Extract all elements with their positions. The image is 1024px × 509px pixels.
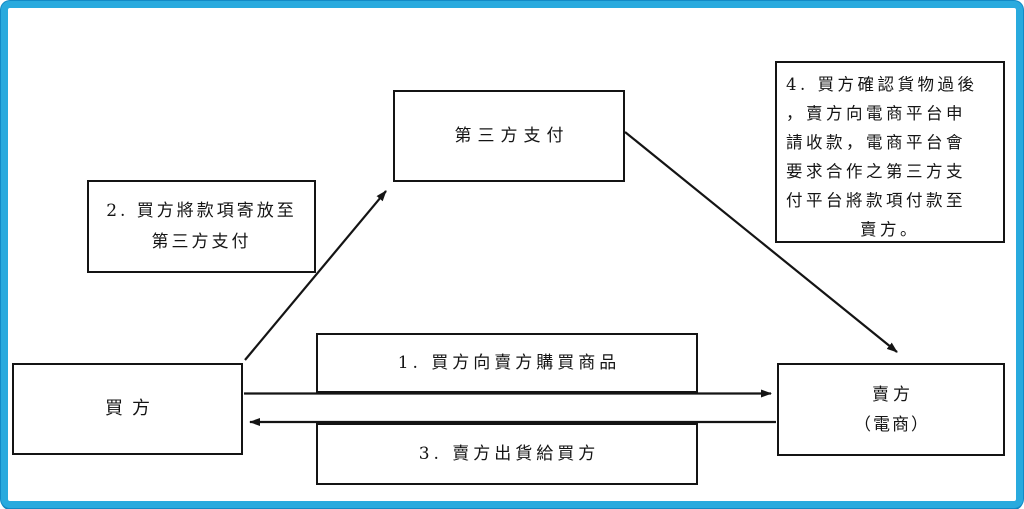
step1-label: 1. 買方向賣方購買商品 <box>397 353 621 373</box>
callout-step2-line2: 第三方支付 <box>151 231 252 252</box>
node-seller-label-line1: 賣方 <box>872 384 914 405</box>
callout-step4-line3: 請收款，電商平台會 <box>786 133 966 152</box>
callout-step4-line4: 要求合作之第三方支 <box>786 162 966 181</box>
node-third-party-payment-label: 第三方支付 <box>454 126 570 146</box>
node-third-party-payment: 第三方支付 <box>393 90 625 182</box>
callout-step4-line2: ，賣方向電商平台申 <box>786 104 966 123</box>
callout-step4-line5: 付平台將款項付款至 <box>786 191 966 210</box>
node-seller-label-line2: （電商） <box>854 414 930 435</box>
step3-label-box: 3. 賣方出貨給買方 <box>316 423 698 485</box>
callout-step4-line1: 4. 買方確認貨物過後 <box>786 75 978 94</box>
node-seller: 賣方 （電商） <box>777 363 1005 456</box>
callout-step2: 2. 買方將款項寄放至 第三方支付 <box>87 180 316 273</box>
step1-label-box: 1. 買方向賣方購買商品 <box>316 333 698 393</box>
step3-label: 3. 賣方出貨給買方 <box>418 444 600 464</box>
node-buyer: 買方 <box>12 363 243 455</box>
callout-step4-line6: 賣方。 <box>860 220 920 239</box>
node-buyer-label: 買方 <box>105 398 159 419</box>
callout-step2-line1: 2. 買方將款項寄放至 <box>106 200 297 221</box>
callout-step4: 4. 買方確認貨物過後 ，賣方向電商平台申 請收款，電商平台會 要求合作之第三方… <box>775 61 1005 243</box>
